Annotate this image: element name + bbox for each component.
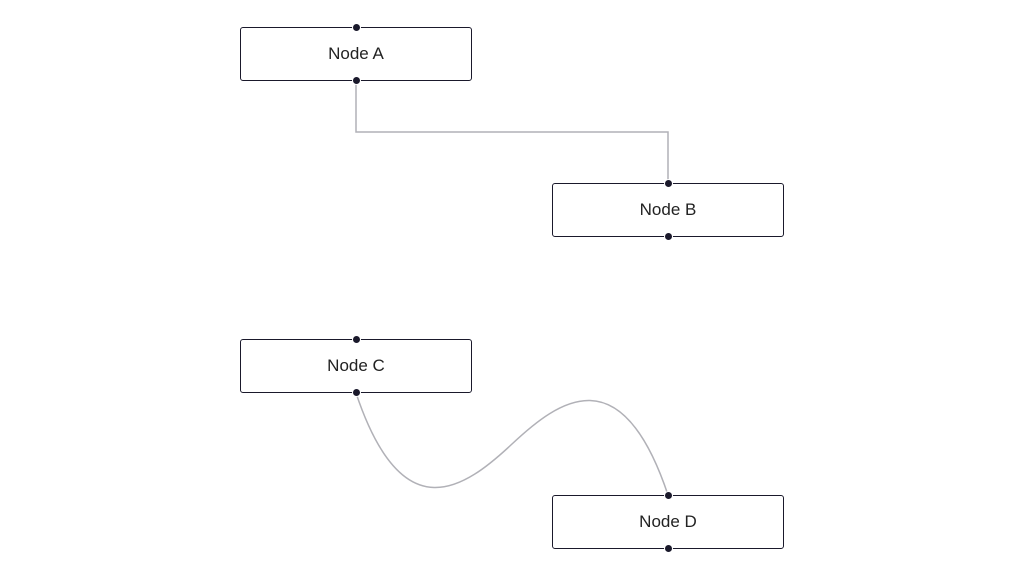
node-d[interactable]: Node D: [552, 491, 784, 553]
node-c[interactable]: Node C: [240, 335, 472, 397]
node-b-label: Node B: [639, 200, 697, 219]
node-c-source-handle[interactable]: [351, 388, 361, 397]
node-c-label: Node C: [327, 356, 385, 375]
node-b[interactable]: Node B: [552, 179, 784, 241]
node-a-label: Node A: [328, 44, 384, 63]
edge-node-a-to-node-b[interactable]: [355, 81, 669, 183]
node-a-source-handle[interactable]: [351, 76, 361, 85]
node-b-source-handle[interactable]: [663, 232, 673, 241]
node-d-source-handle[interactable]: [663, 544, 673, 553]
node-d-target-handle[interactable]: [663, 491, 673, 500]
node-a-target-handle[interactable]: [351, 23, 361, 32]
node-b-target-handle[interactable]: [663, 179, 673, 188]
node-d-label: Node D: [639, 512, 697, 531]
edge-node-c-to-node-d[interactable]: [355, 392, 669, 496]
node-c-target-handle[interactable]: [351, 335, 361, 344]
node-a[interactable]: Node A: [240, 23, 472, 85]
